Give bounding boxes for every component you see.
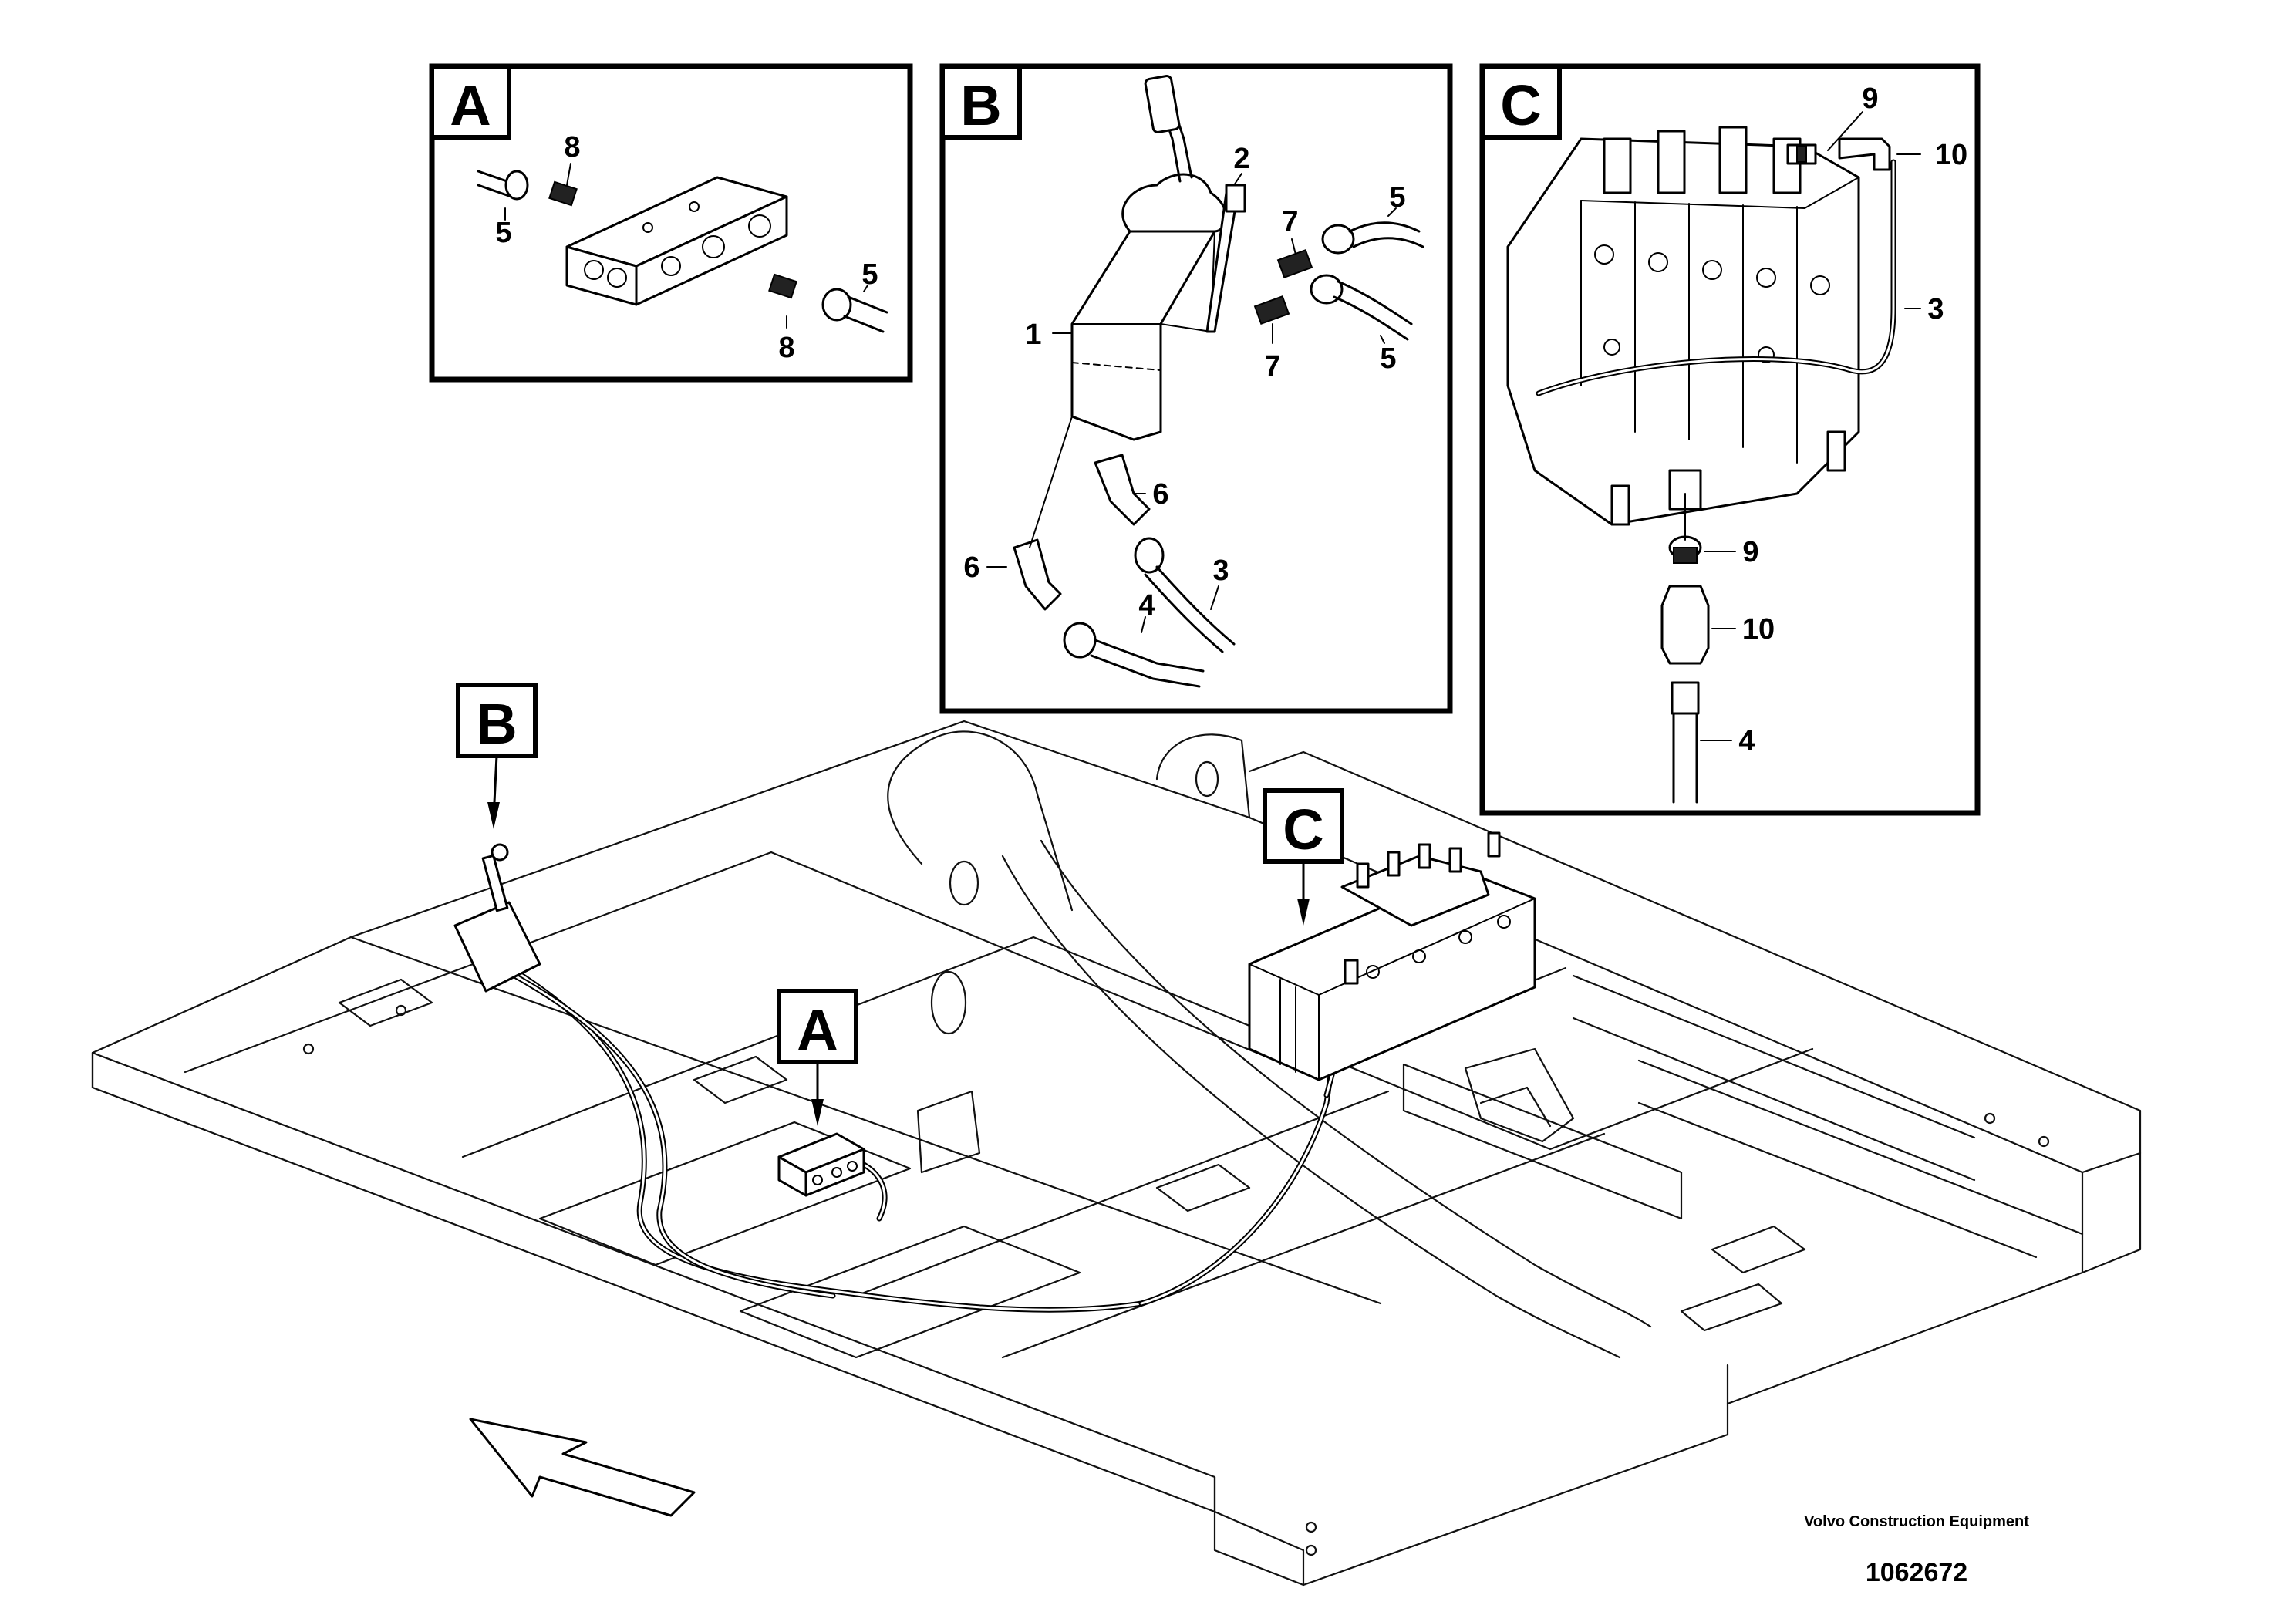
panel-b-callout-6-right: 6 — [1152, 478, 1168, 511]
panel-a-tag: A — [450, 73, 491, 137]
location-tag-c: C — [1263, 788, 1344, 926]
panel-b-callout-7-bottom: 7 — [1264, 350, 1280, 383]
panel-c-callout-10-mid: 10 — [1742, 613, 1775, 646]
panel-b-tag: B — [960, 73, 1001, 137]
hose-routing — [475, 946, 1360, 1313]
front-direction-arrow — [469, 1418, 696, 1517]
panel-b-callout-5-top: 5 — [1389, 181, 1405, 214]
location-tag-b: B — [456, 683, 538, 829]
panel-c-callout-9-mid: 9 — [1742, 536, 1758, 568]
panel-c-callout-3: 3 — [1927, 293, 1944, 325]
panel-b-callout-3: 3 — [1212, 555, 1229, 587]
svg-text:B: B — [476, 692, 517, 756]
panel-c-callout-9-top: 9 — [1862, 83, 1878, 115]
svg-text:C: C — [1283, 798, 1323, 862]
panel-b-callout-2: 2 — [1233, 143, 1249, 175]
panel-b-callout-5-bottom: 5 — [1380, 342, 1396, 375]
control-valve-assembly — [1248, 831, 1536, 1081]
panel-c-tag: C — [1500, 73, 1541, 137]
panel-a-callout-8-bottom: 8 — [778, 332, 794, 364]
footer-company: Volvo Construction Equipment — [1804, 1513, 2029, 1530]
footer-drawing-number: 1062672 — [1865, 1558, 1968, 1587]
panel-b-callout-4: 4 — [1138, 589, 1155, 622]
panel-b-callout-6-left: 6 — [963, 551, 979, 584]
upper-frame-illustration — [91, 720, 2142, 1587]
panel-b-callout-7-top: 7 — [1282, 206, 1298, 238]
panel-c-callout-10-top: 10 — [1935, 139, 1967, 171]
detail-panel-b: B 2 — [939, 63, 1453, 714]
panel-c-callout-4: 4 — [1738, 725, 1755, 757]
svg-text:A: A — [797, 998, 838, 1062]
distribution-block-small — [777, 1132, 865, 1197]
panel-a-callout-5-left: 5 — [495, 217, 511, 249]
location-tag-a: A — [777, 989, 858, 1126]
panel-a-callout-5-right: 5 — [861, 258, 878, 291]
detail-panel-a: A 5 8 5 8 — [429, 63, 913, 383]
joystick-assembly-small — [453, 843, 541, 993]
panel-b-callout-1: 1 — [1025, 319, 1041, 351]
detail-panel-c: C — [1479, 63, 1981, 816]
panel-a-callout-8-top: 8 — [564, 131, 580, 164]
